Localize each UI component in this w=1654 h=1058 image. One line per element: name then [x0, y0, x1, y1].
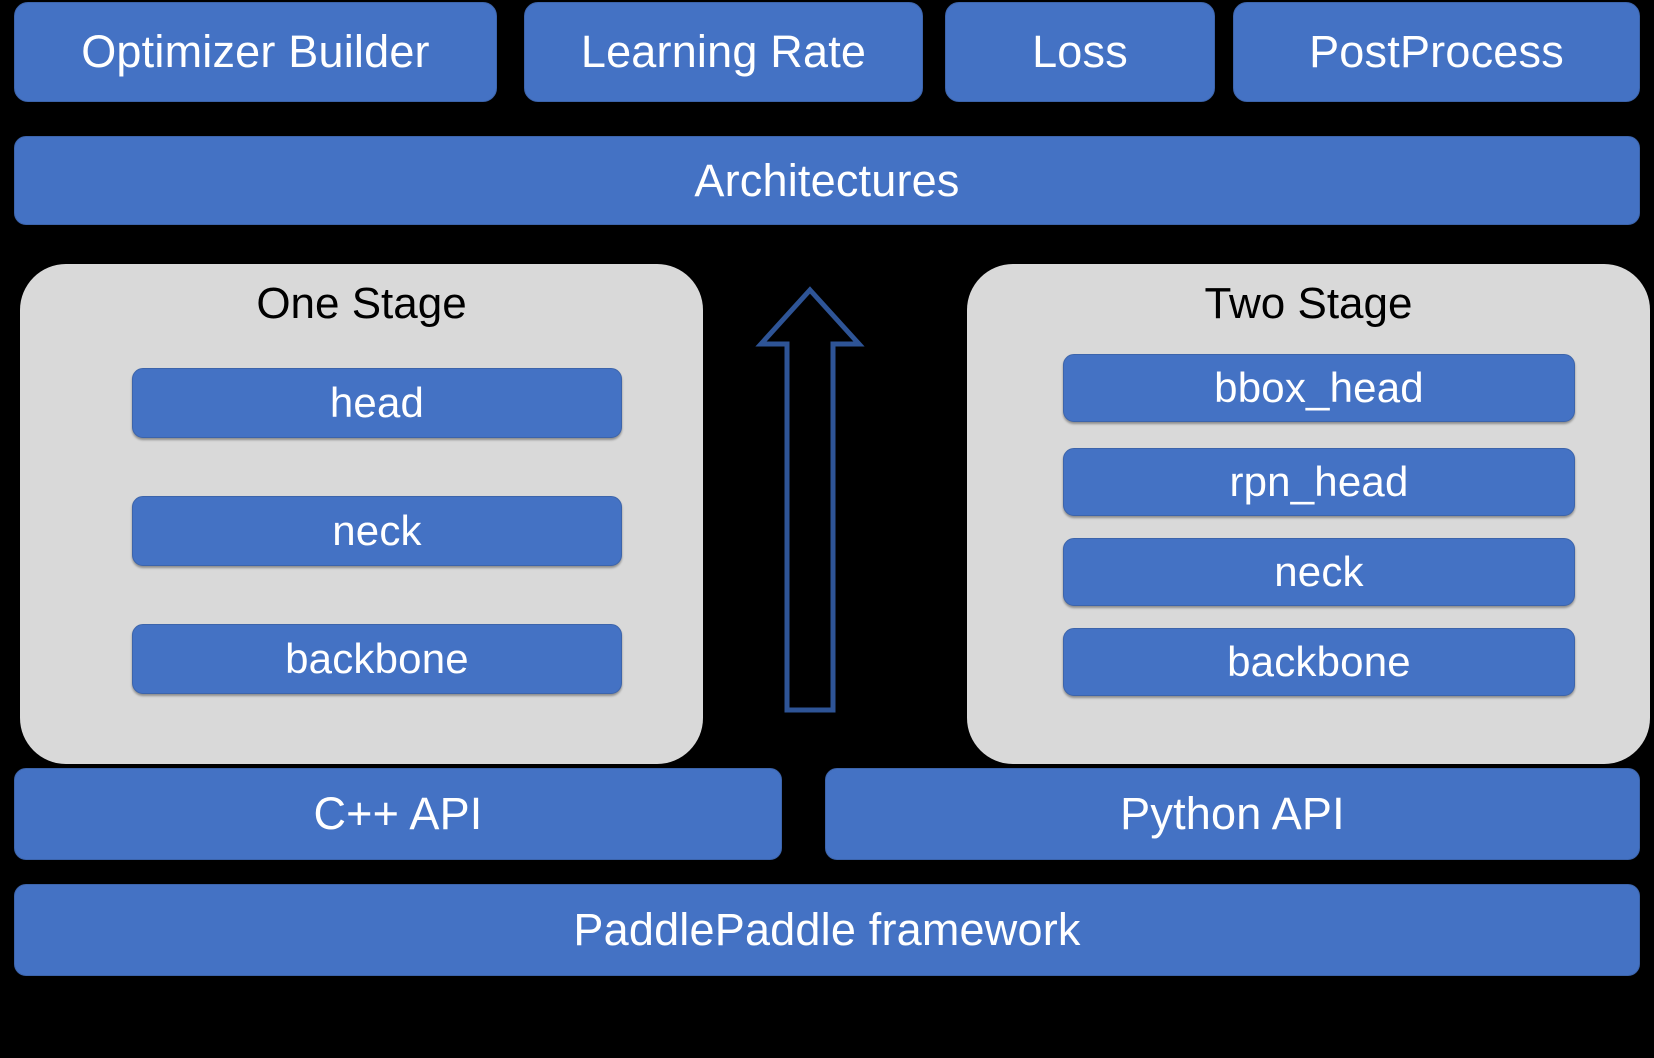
block-label: Python API [1120, 788, 1345, 840]
panel-title-two-stage: Two Stage [1204, 279, 1413, 328]
block-label: PaddlePaddle framework [573, 904, 1081, 956]
module-two-stage-neck[interactable]: neck [1063, 538, 1575, 606]
module-one-stage-backbone[interactable]: backbone [132, 624, 622, 694]
block-optimizer-builder[interactable]: Optimizer Builder [14, 2, 497, 102]
panel-two-stage: Two Stage bbox_head rpn_head neck backbo… [967, 264, 1650, 764]
panel-title-one-stage: One Stage [256, 279, 467, 328]
up-arrow-icon [755, 286, 865, 713]
block-label: Learning Rate [580, 26, 867, 78]
module-label: head [329, 378, 425, 426]
block-python-api[interactable]: Python API [825, 768, 1640, 860]
panel-one-stage: One Stage head neck backbone [20, 264, 703, 764]
module-two-stage-rpn-head[interactable]: rpn_head [1063, 448, 1575, 516]
block-label: PostProcess [1309, 26, 1564, 78]
block-learning-rate[interactable]: Learning Rate [524, 2, 923, 102]
block-cpp-api[interactable]: C++ API [14, 768, 782, 860]
block-architectures[interactable]: Architectures [14, 136, 1640, 225]
block-label: Optimizer Builder [81, 26, 430, 78]
module-label: backbone [1227, 637, 1411, 685]
module-two-stage-bbox-head[interactable]: bbox_head [1063, 354, 1575, 422]
block-label: Architectures [694, 154, 960, 206]
module-two-stage-backbone[interactable]: backbone [1063, 628, 1575, 696]
module-one-stage-neck[interactable]: neck [132, 496, 622, 566]
module-label: neck [1274, 547, 1364, 595]
module-label: neck [332, 506, 422, 554]
block-label: Loss [1032, 26, 1128, 78]
module-label: backbone [285, 634, 469, 682]
module-label: rpn_head [1229, 457, 1409, 505]
block-loss[interactable]: Loss [945, 2, 1215, 102]
block-postprocess[interactable]: PostProcess [1233, 2, 1640, 102]
module-label: bbox_head [1214, 363, 1424, 411]
module-one-stage-head[interactable]: head [132, 368, 622, 438]
block-label: C++ API [313, 788, 483, 840]
block-paddlepaddle-framework[interactable]: PaddlePaddle framework [14, 884, 1640, 976]
